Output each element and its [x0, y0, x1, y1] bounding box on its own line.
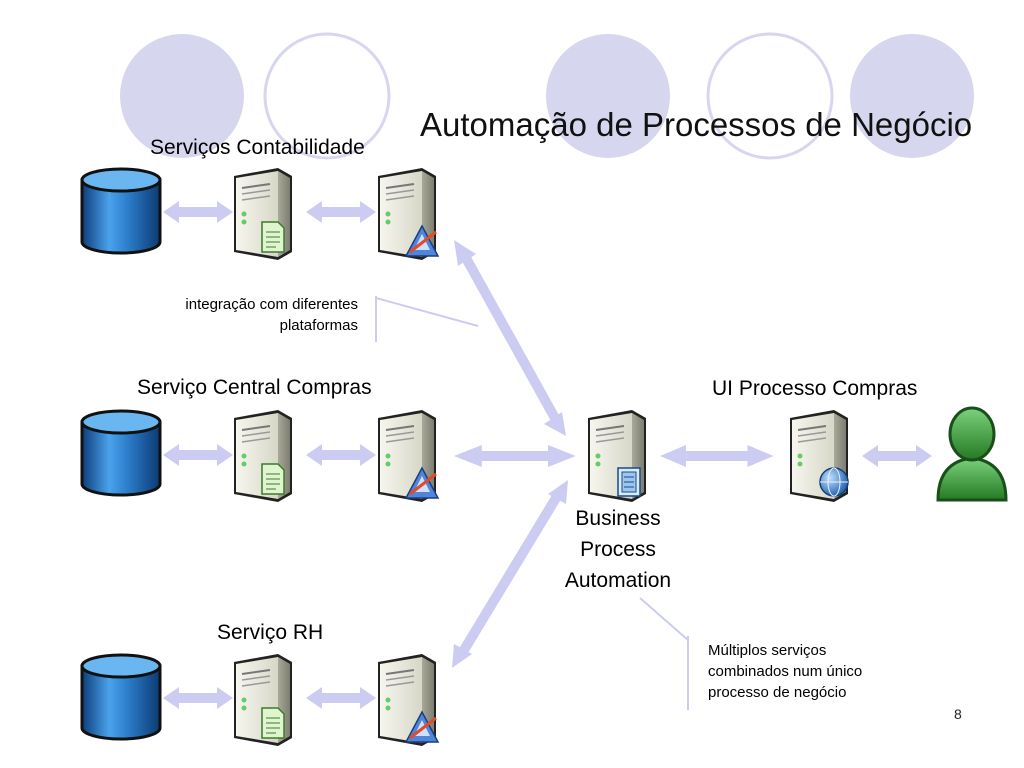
decor-circle-filled — [120, 34, 244, 158]
combined-note-line: combinados num único — [708, 663, 863, 680]
database-icon — [80, 167, 162, 255]
combined-note-line: processo de negócio — [708, 684, 847, 701]
app-server-icon — [377, 653, 440, 747]
hub-label-line: Automation — [564, 569, 672, 592]
connector-arrow — [306, 201, 376, 223]
page-number: 8 — [954, 706, 962, 722]
connector-arrow — [862, 445, 932, 467]
connector-arrow-diagonal — [454, 240, 566, 436]
combined-note: Múltiplos serviços combinados num único … — [708, 640, 862, 703]
hub-label-line: Business — [575, 507, 661, 530]
connector-arrow-diagonal — [452, 480, 568, 668]
connector-arrow — [163, 687, 233, 709]
callout-combined — [639, 597, 689, 710]
hub-label-line: Process — [580, 538, 656, 561]
user-icon — [936, 406, 1008, 502]
group-label-rh: Serviço RH — [217, 621, 324, 644]
combined-note-line: Múltiplos serviços — [708, 642, 827, 659]
connector-arrow — [306, 687, 376, 709]
connector-arrow — [163, 444, 233, 466]
document-server-icon — [233, 653, 293, 747]
integration-note: integração com diferentes plataformas — [150, 294, 358, 336]
app-server-icon — [377, 409, 440, 503]
integration-note-line: plataformas — [279, 317, 358, 334]
database-icon — [80, 409, 162, 497]
decor-circle-outline — [706, 32, 834, 160]
group-label-compras: Serviço Central Compras — [137, 376, 372, 399]
slide-title: Automação de Processos de Negócio — [420, 106, 973, 143]
document-server-icon — [233, 409, 293, 503]
hub-label: Business Process Automation — [548, 503, 688, 596]
connector-arrow — [163, 201, 233, 223]
decor-circle-outline — [263, 32, 391, 160]
connector-arrow — [306, 444, 376, 466]
web-server-icon — [789, 409, 849, 503]
connector-arrow — [454, 445, 576, 467]
database-icon — [80, 653, 162, 741]
process-server-icon — [587, 409, 647, 503]
connector-arrow — [660, 445, 774, 467]
decor-circle-filled — [850, 34, 974, 158]
group-label-contabilidade: Serviços Contabilidade — [150, 136, 365, 159]
callout-integration — [375, 296, 479, 342]
document-server-icon — [233, 167, 293, 261]
integration-note-line: integração com diferentes — [185, 296, 358, 313]
group-label-ui: UI Processo Compras — [712, 377, 918, 400]
decor-circle-filled — [546, 34, 670, 158]
app-server-icon — [377, 167, 440, 261]
